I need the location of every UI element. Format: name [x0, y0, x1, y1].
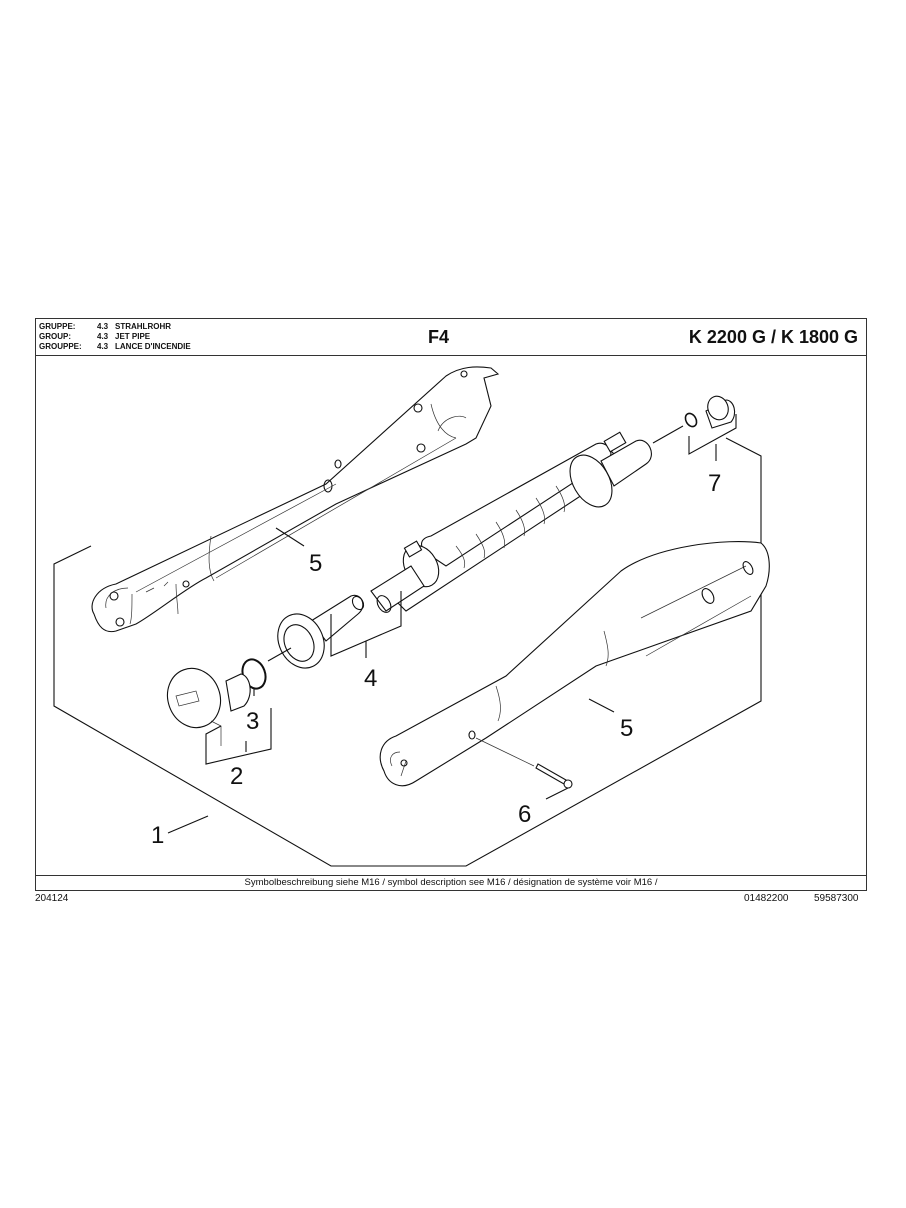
title-block: GRUPPE: 4.3 STRAHLROHR GROUP: 4.3 JET PI… [36, 319, 866, 356]
connector-sleeve [277, 594, 365, 669]
group-row-fr: GROUPPE: 4.3 LANCE D'INCENDIE [39, 342, 191, 352]
callout-5-lower: 5 [620, 715, 633, 742]
group-key: GROUP: [39, 332, 71, 341]
group-key: GROUPPE: [39, 342, 82, 351]
leader-lines [167, 414, 737, 834]
group-name: LANCE D'INCENDIE [115, 342, 191, 351]
callout-1: 1 [151, 822, 164, 849]
group-name: STRAHLROHR [115, 322, 171, 331]
handle-half-shell-upper [91, 366, 500, 633]
callout-2: 2 [230, 763, 243, 790]
assembly-bracket [53, 437, 762, 867]
group-key: GRUPPE: [39, 322, 76, 331]
group-num: 4.3 [97, 332, 109, 341]
doc-number: 204124 [35, 893, 69, 904]
drawing-frame: GRUPPE: 4.3 STRAHLROHR GROUP: 4.3 JET PI… [35, 318, 867, 891]
callout-5-upper: 5 [309, 550, 322, 577]
jet-pipe-tube [370, 431, 652, 613]
nozzle-2 [166, 667, 251, 746]
symbol-note: Symbolbeschreibung siehe M16 / symbol de… [36, 875, 866, 890]
group-table: GRUPPE: 4.3 STRAHLROHR GROUP: 4.3 JET PI… [39, 322, 191, 352]
handle-half-shell-lower [379, 541, 770, 787]
callout-6: 6 [518, 801, 531, 828]
exploded-view: 1 2 3 4 5 5 6 7 [36, 356, 866, 876]
sheet-code: F4 [428, 327, 450, 347]
group-name: JET PIPE [115, 332, 151, 341]
callout-7: 7 [708, 470, 721, 497]
part-number-1: 01482200 [744, 893, 789, 904]
model-title: K 2200 G / K 1800 G [688, 327, 858, 347]
callout-4: 4 [364, 665, 377, 692]
group-num: 4.3 [97, 342, 109, 351]
group-row-en: GROUP: 4.3 JET PIPE [39, 332, 191, 342]
callout-3: 3 [246, 708, 259, 735]
valve-plug-7 [652, 395, 736, 444]
group-row-de: GRUPPE: 4.3 STRAHLROHR [39, 322, 191, 332]
part-number-2: 59587300 [814, 893, 859, 904]
group-num: 4.3 [97, 322, 109, 331]
screw-6 [475, 737, 573, 789]
